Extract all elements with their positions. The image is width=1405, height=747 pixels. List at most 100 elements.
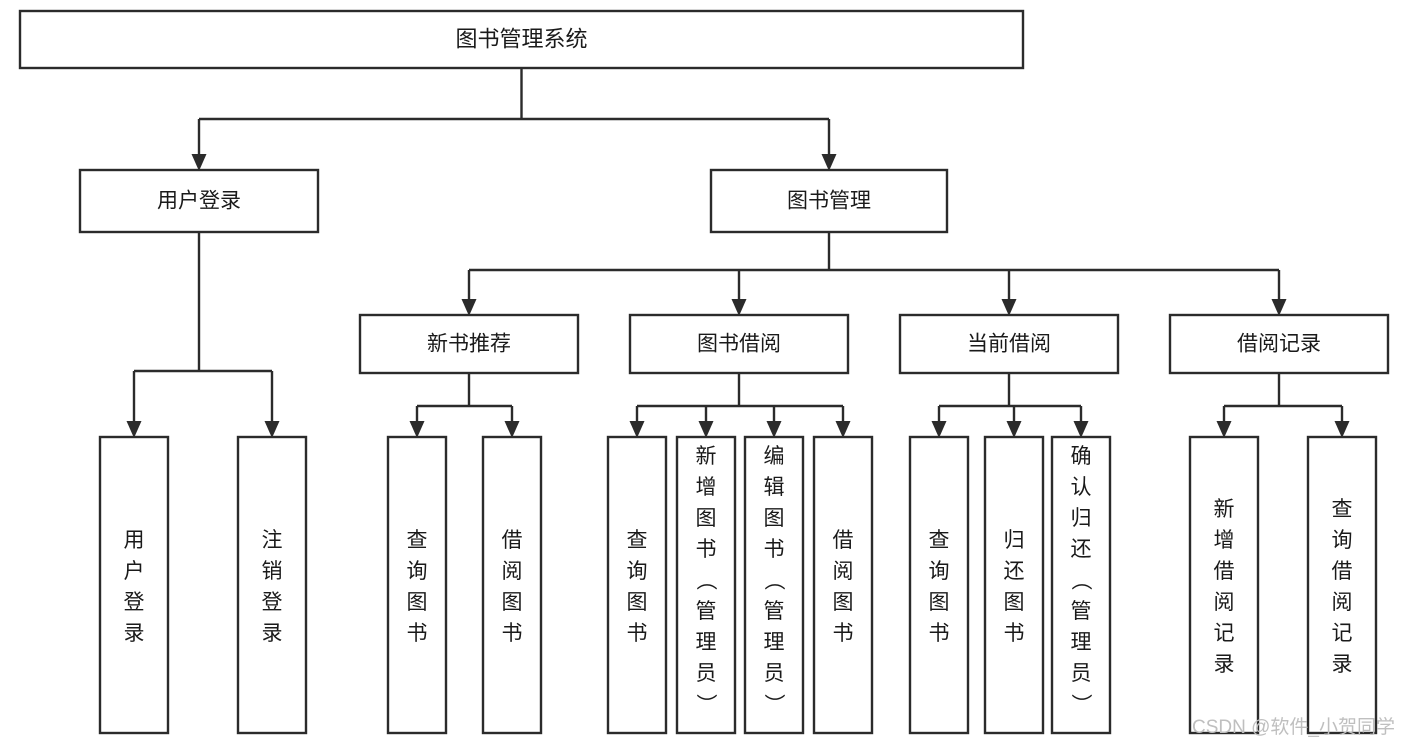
svg-text:书: 书 <box>764 538 785 561</box>
svg-text:记: 记 <box>1214 622 1235 645</box>
svg-text:书: 书 <box>502 622 523 645</box>
node-label-book-borrow: 图书借阅 <box>697 333 781 356</box>
svg-text:归: 归 <box>1004 529 1025 552</box>
svg-text:）: ） <box>762 694 785 715</box>
node-borrow-record[interactable]: 借阅记录 <box>1168 313 1390 375</box>
connector-group-borrow-record <box>1216 373 1350 438</box>
svg-text:图: 图 <box>696 507 717 530</box>
svg-text:借: 借 <box>1332 560 1353 583</box>
node-user-login[interactable]: 用户登录 <box>78 168 320 234</box>
svg-text:（: （ <box>762 570 785 591</box>
svg-text:查: 查 <box>627 529 648 552</box>
svg-text:图: 图 <box>833 591 854 614</box>
node-label-current-borrow: 当前借阅 <box>967 333 1051 356</box>
svg-text:书: 书 <box>407 622 428 645</box>
svg-text:增: 增 <box>696 476 717 499</box>
svg-text:还: 还 <box>1071 538 1092 561</box>
svg-text:）: ） <box>694 694 717 715</box>
svg-text:询: 询 <box>407 560 428 583</box>
svg-text:销: 销 <box>262 560 283 583</box>
svg-text:）: ） <box>1069 694 1092 715</box>
svg-text:增: 增 <box>1214 529 1235 552</box>
node-current-borrow[interactable]: 当前借阅 <box>898 313 1120 375</box>
svg-text:借: 借 <box>1214 560 1235 583</box>
svg-text:图: 图 <box>502 591 523 614</box>
svg-text:询: 询 <box>1332 529 1353 552</box>
svg-text:注: 注 <box>262 529 283 552</box>
svg-text:询: 询 <box>929 560 950 583</box>
connector-group-root <box>191 68 837 171</box>
node-leaf-user-login[interactable]: 用户登录 <box>98 435 170 735</box>
svg-text:图: 图 <box>1004 591 1025 614</box>
svg-text:编: 编 <box>764 445 785 468</box>
svg-text:录: 录 <box>262 622 283 645</box>
svg-text:辑: 辑 <box>764 476 785 499</box>
csdn-watermark: CSDN @软件_小贺同学 <box>1192 716 1395 738</box>
svg-text:借: 借 <box>502 529 523 552</box>
node-label-leaf-user-login: 用户登录 <box>124 529 145 645</box>
node-label-book-management: 图书管理 <box>787 190 871 213</box>
svg-text:员: 员 <box>764 662 785 685</box>
svg-text:图: 图 <box>929 591 950 614</box>
node-book-borrow[interactable]: 图书借阅 <box>628 313 850 375</box>
svg-text:阅: 阅 <box>833 560 854 583</box>
svg-text:户: 户 <box>124 560 145 583</box>
node-root[interactable]: 图书管理系统 <box>18 9 1025 70</box>
svg-text:登: 登 <box>124 591 145 614</box>
svg-text:录: 录 <box>1214 653 1235 676</box>
svg-text:理: 理 <box>696 631 717 654</box>
svg-text:新: 新 <box>1214 498 1235 521</box>
svg-text:记: 记 <box>1332 622 1353 645</box>
svg-text:还: 还 <box>1004 560 1025 583</box>
connector-group-book-management <box>461 232 1287 316</box>
svg-text:查: 查 <box>407 529 428 552</box>
svg-text:图: 图 <box>407 591 428 614</box>
node-book-management[interactable]: 图书管理 <box>709 168 949 234</box>
svg-text:新: 新 <box>696 445 717 468</box>
svg-text:认: 认 <box>1071 476 1092 499</box>
svg-text:阅: 阅 <box>502 560 523 583</box>
svg-text:查: 查 <box>1332 498 1353 521</box>
svg-text:图: 图 <box>764 507 785 530</box>
svg-text:书: 书 <box>1004 622 1025 645</box>
node-layer: 图书管理系统用户登录图书管理新书推荐图书借阅当前借阅借阅记录用户登录注销登录查询… <box>18 9 1390 735</box>
svg-text:（: （ <box>694 570 717 591</box>
connector-layer <box>126 68 1350 438</box>
svg-text:阅: 阅 <box>1214 591 1235 614</box>
connector-group-book-borrow <box>629 373 851 438</box>
node-label-borrow-record: 借阅记录 <box>1237 333 1321 356</box>
svg-text:录: 录 <box>1332 653 1353 676</box>
svg-text:查: 查 <box>929 529 950 552</box>
svg-text:录: 录 <box>124 622 145 645</box>
node-new-book-recommend[interactable]: 新书推荐 <box>358 313 580 375</box>
svg-text:管: 管 <box>696 600 717 623</box>
svg-text:用: 用 <box>124 529 145 552</box>
svg-text:员: 员 <box>696 662 717 685</box>
svg-text:图: 图 <box>627 591 648 614</box>
svg-text:（: （ <box>1069 570 1092 591</box>
svg-text:询: 询 <box>627 560 648 583</box>
connector-group-new-book-recommend <box>409 373 520 438</box>
